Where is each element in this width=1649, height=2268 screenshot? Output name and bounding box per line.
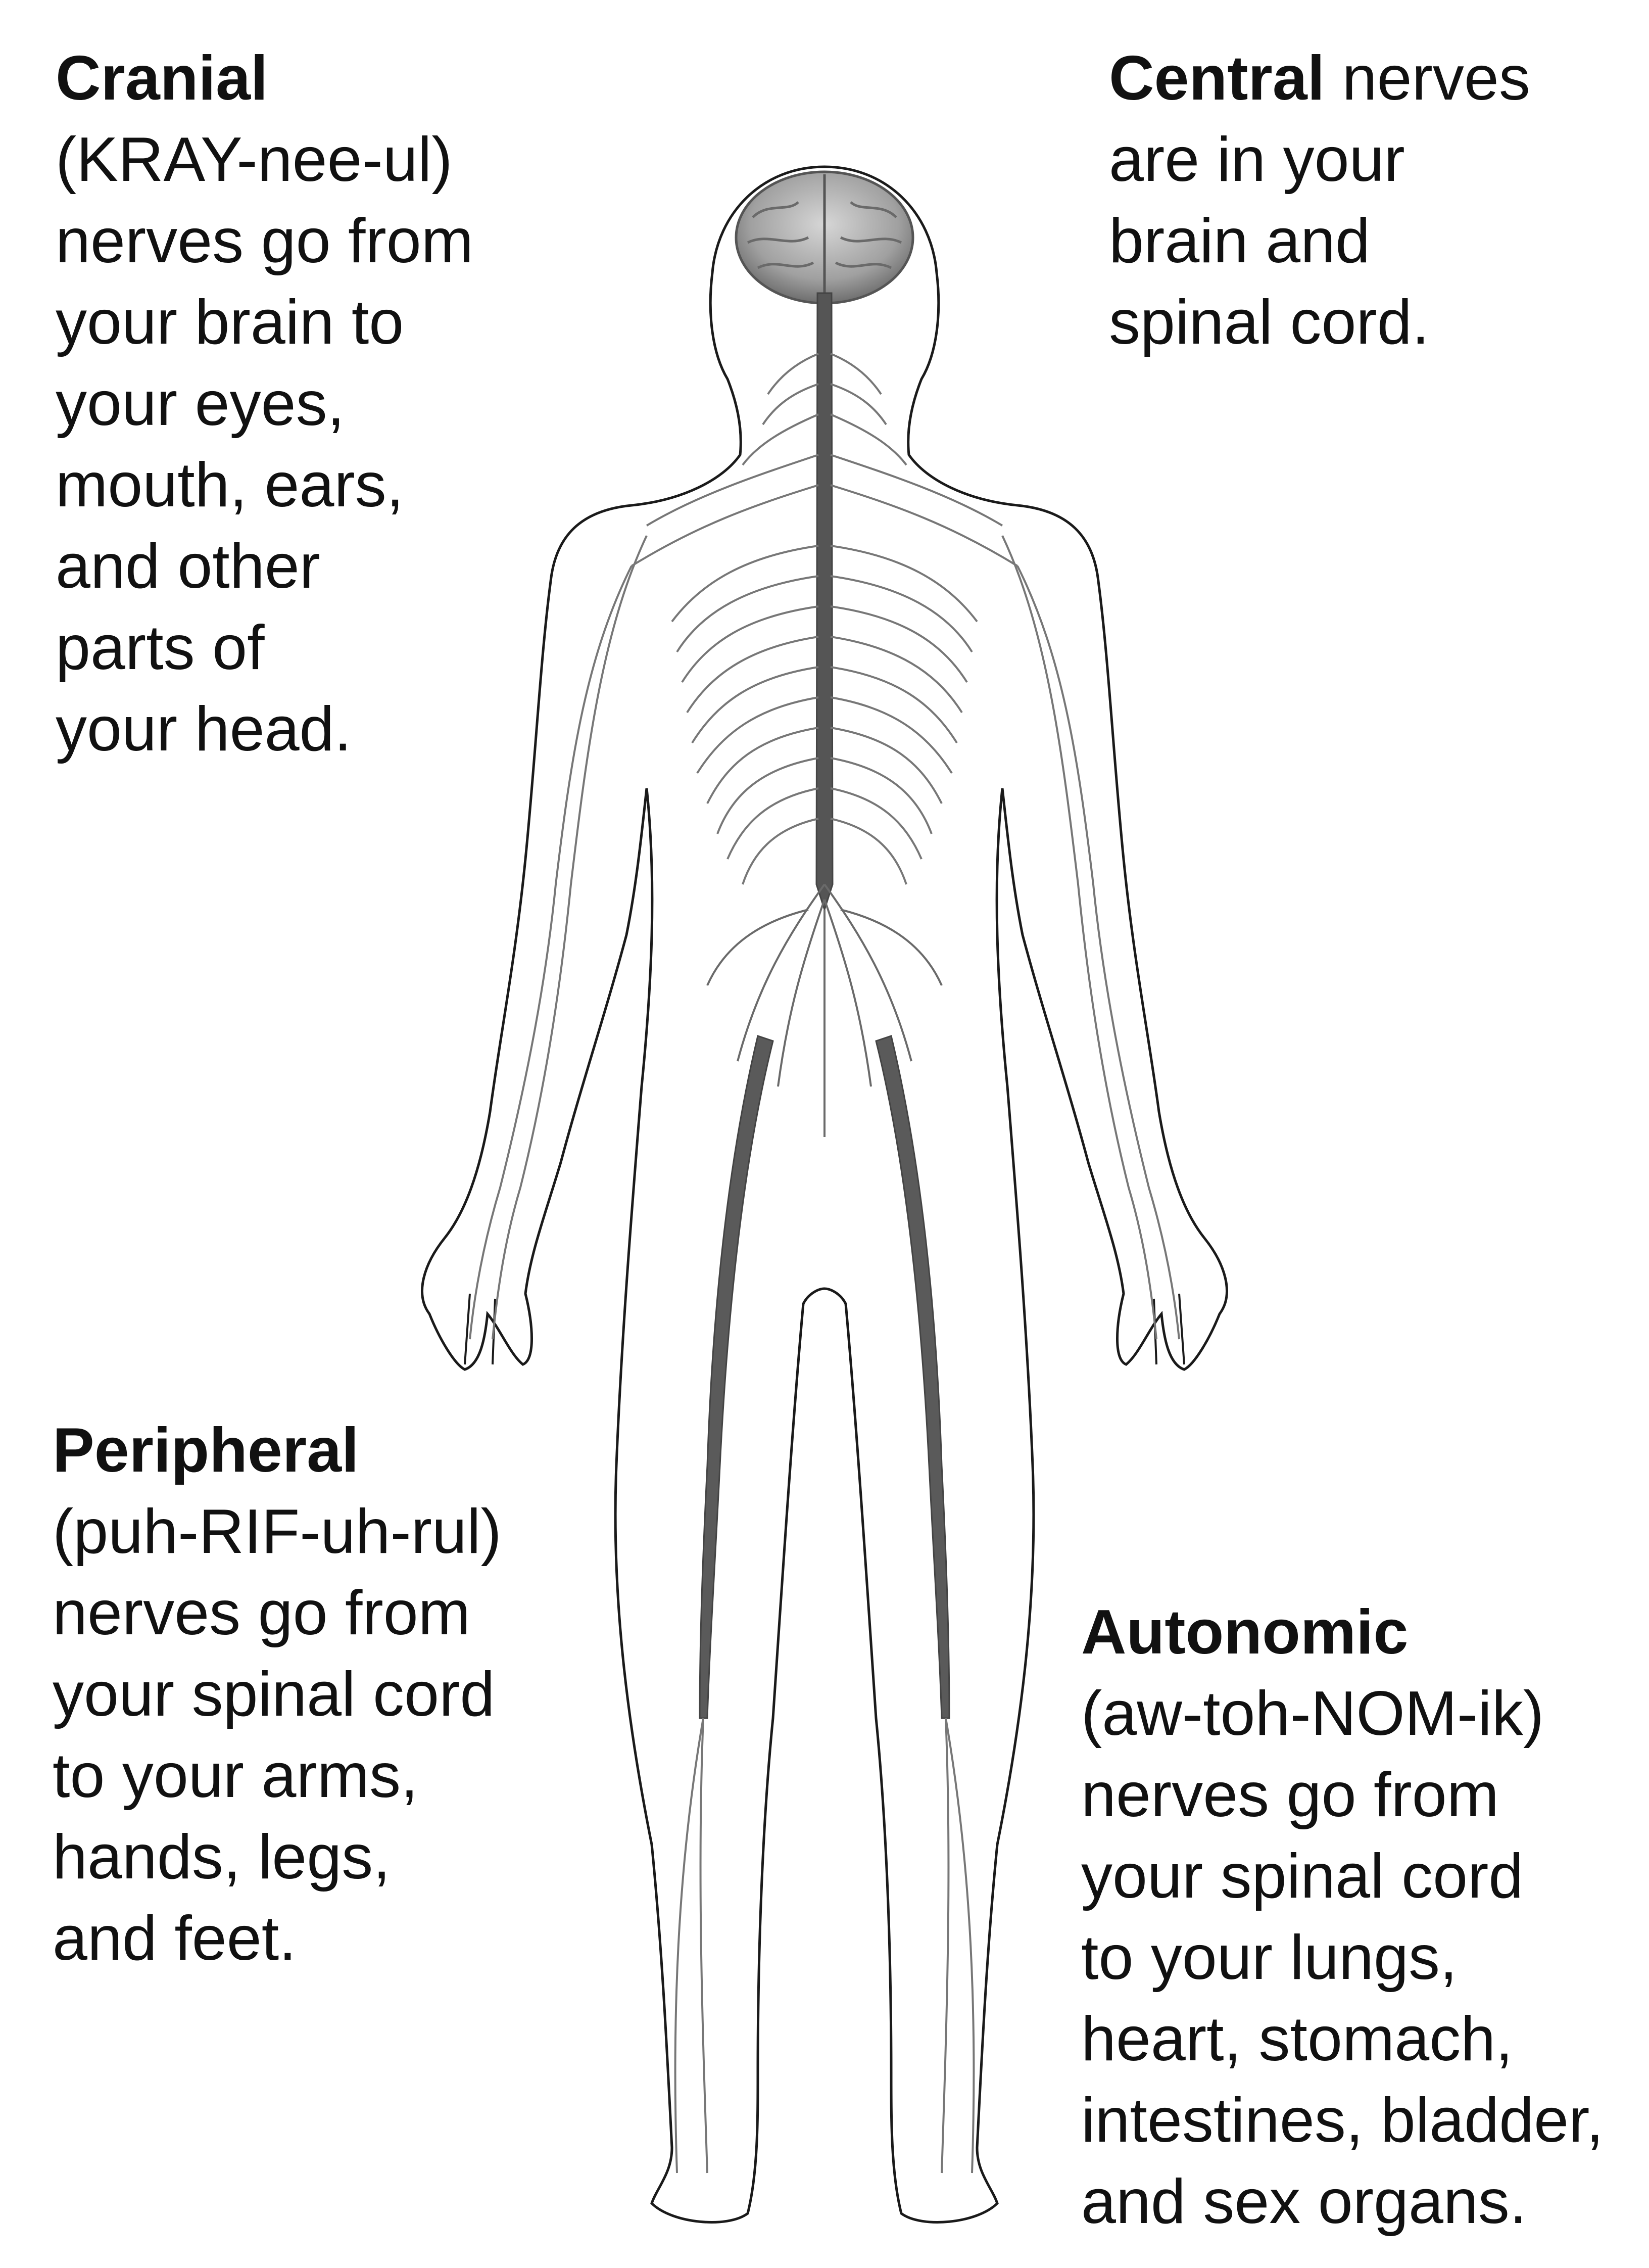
- spinal-cord: [815, 292, 834, 912]
- peripheral-nerves-description: Peripheral (puh-RIF-uh-rul) nerves go fr…: [53, 1410, 502, 1979]
- peripheral-term: Peripheral: [53, 1415, 359, 1485]
- autonomic-line: nerves go from: [1081, 1760, 1499, 1830]
- body-outline: [421, 165, 1228, 2224]
- autonomic-line: heart, stomach,: [1081, 2004, 1513, 2074]
- central-line: brain and: [1109, 206, 1371, 276]
- finger-lines: [464, 1293, 1185, 1365]
- cranial-line: your eyes,: [56, 369, 345, 439]
- central-line: spinal cord.: [1109, 288, 1430, 357]
- central-term: Central: [1109, 43, 1325, 113]
- central-nerves-description: Central nerves are in your brain and spi…: [1109, 38, 1530, 363]
- peripheral-line: and feet.: [53, 1904, 297, 1973]
- cranial-line: and other: [56, 532, 320, 601]
- peripheral-line: hands, legs,: [53, 1822, 391, 1892]
- peripheral-line: nerves go from: [53, 1578, 471, 1648]
- peripheral-line: (puh-RIF-uh-rul): [53, 1497, 502, 1567]
- brain: [735, 170, 914, 305]
- peripheral-line: your spinal cord: [53, 1660, 495, 1729]
- cranial-line: parts of: [56, 613, 265, 683]
- cranial-line: your head.: [56, 694, 352, 764]
- autonomic-line: to your lungs,: [1081, 1923, 1458, 1993]
- cranial-line: mouth, ears,: [56, 450, 404, 520]
- central-line: are in your: [1109, 125, 1405, 195]
- neck-nerves: [630, 353, 1019, 567]
- cranial-line: nerves go from: [56, 206, 474, 276]
- lower-leg-nerves: [674, 1718, 975, 2174]
- cranial-nerves-description: Cranial (KRAY-nee-ul) nerves go from you…: [56, 38, 473, 770]
- autonomic-line: your spinal cord: [1081, 1841, 1524, 1911]
- autonomic-term: Autonomic: [1081, 1597, 1409, 1667]
- autonomic-line: intestines, bladder,: [1081, 2086, 1604, 2155]
- cranial-line: your brain to: [56, 288, 404, 357]
- leg-nerves: [699, 1035, 950, 1719]
- cranial-line: (KRAY-nee-ul): [56, 125, 453, 195]
- peripheral-line: to your arms,: [53, 1741, 418, 1811]
- rib-nerves: [671, 545, 978, 885]
- central-first-line-rest: nerves: [1325, 43, 1530, 113]
- arm-nerves: [469, 535, 1180, 1340]
- pelvic-nerves: [706, 883, 943, 1137]
- cranial-term: Cranial: [56, 43, 268, 113]
- autonomic-nerves-description: Autonomic (aw-toh-NOM-ik) nerves go from…: [1081, 1592, 1604, 2243]
- autonomic-line: (aw-toh-NOM-ik): [1081, 1679, 1544, 1749]
- autonomic-line: and sex organs.: [1081, 2167, 1527, 2237]
